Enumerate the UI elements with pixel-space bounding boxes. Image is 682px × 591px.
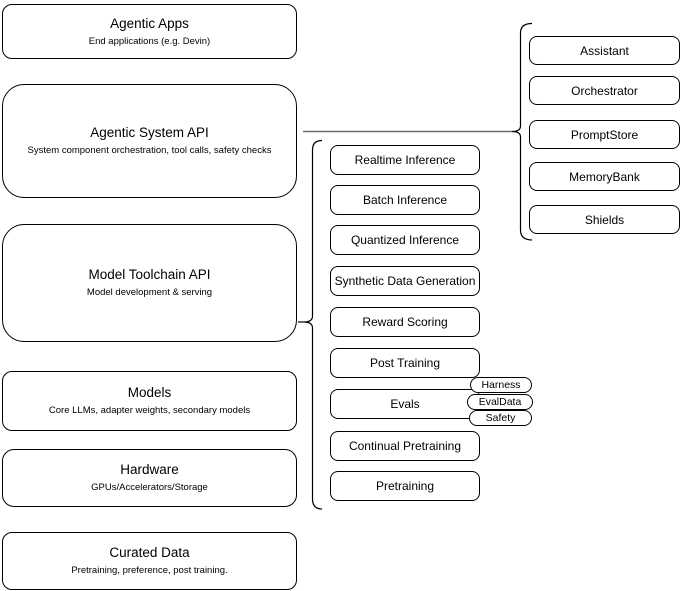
box-models: Models Core LLMs, adapter weights, secon… — [2, 371, 297, 431]
box-curated-data: Curated Data Pretraining, preference, po… — [2, 532, 297, 590]
pill-safety: Safety — [469, 410, 532, 426]
component-promptstore: PromptStore — [529, 120, 680, 149]
component-batch-inference: Batch Inference — [330, 185, 480, 215]
pill-evaldata: EvalData — [467, 394, 533, 410]
box-agentic-apps: Agentic Apps End applications (e.g. Devi… — [2, 4, 297, 59]
box-subtitle: End applications (e.g. Devin) — [88, 35, 211, 47]
component-orchestrator: Orchestrator — [529, 76, 680, 105]
box-model-toolchain-api: Model Toolchain API Model development & … — [2, 224, 297, 342]
pill-harness: Harness — [470, 377, 532, 393]
component-continual-pretraining: Continual Pretraining — [330, 431, 480, 461]
toolchain-column-brace — [303, 139, 323, 510]
component-realtime-inference: Realtime Inference — [330, 145, 480, 175]
component-shields: Shields — [529, 205, 680, 234]
box-subtitle: System component orchestration, tool cal… — [27, 145, 272, 156]
box-title: Agentic System API — [90, 125, 209, 140]
box-title: Model Toolchain API — [88, 267, 211, 282]
component-assistant: Assistant — [529, 36, 680, 65]
component-evals: Evals — [330, 389, 480, 419]
box-subtitle: Core LLMs, adapter weights, secondary mo… — [48, 405, 251, 416]
component-post-training: Post Training — [330, 348, 480, 378]
box-title: Curated Data — [109, 545, 190, 560]
box-agentic-system-api: Agentic System API System component orch… — [2, 84, 297, 198]
component-synthetic-data-generation: Synthetic Data Generation — [330, 266, 480, 296]
box-title: Models — [127, 385, 172, 400]
component-quantized-inference: Quantized Inference — [330, 225, 480, 255]
box-title: Agentic Apps — [110, 15, 189, 31]
component-pretraining: Pretraining — [330, 471, 480, 501]
box-subtitle: Model development & serving — [86, 287, 213, 298]
box-subtitle: Pretraining, preference, post training. — [71, 565, 228, 576]
box-title: Hardware — [120, 462, 179, 477]
component-reward-scoring: Reward Scoring — [330, 307, 480, 337]
box-hardware: Hardware GPUs/Accelerators/Storage — [2, 449, 297, 507]
box-subtitle: GPUs/Accelerators/Storage — [91, 482, 208, 493]
component-memorybank: MemoryBank — [529, 162, 680, 191]
